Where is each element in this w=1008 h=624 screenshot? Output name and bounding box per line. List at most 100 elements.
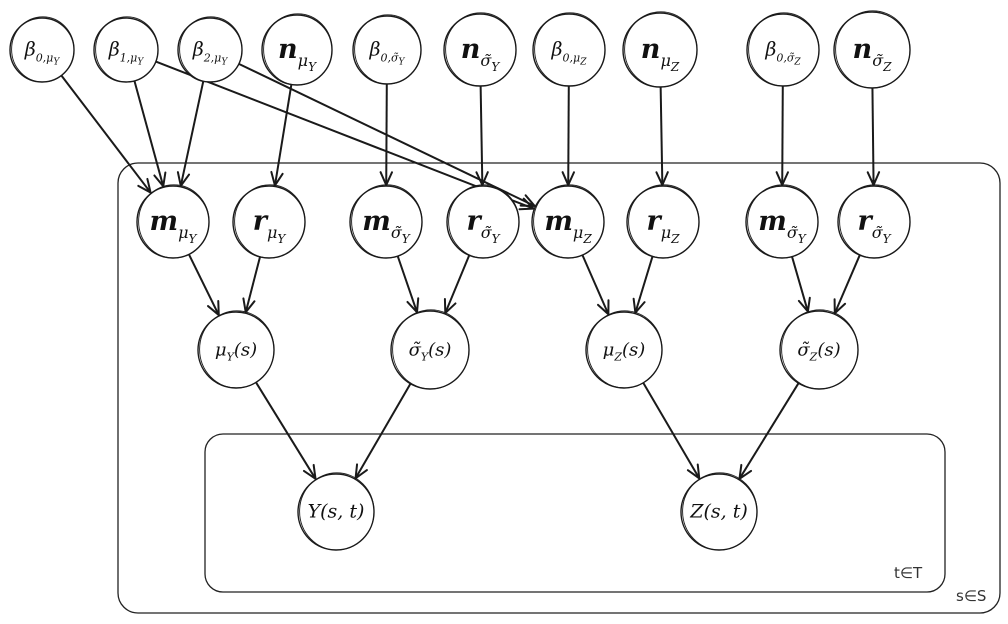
node-label-suffix: (s) [234, 339, 257, 360]
node-label-rsigZ: rσ̃Y [857, 206, 891, 246]
node-label-subsub: Y [798, 232, 807, 246]
edge-sigZ-to-Z [738, 382, 800, 481]
node-label-sub: σ̃ [481, 223, 493, 242]
node-label-mmuZ: mμZ [544, 206, 592, 246]
edge-b0sigY-to-msigY [379, 83, 393, 188]
node-label-base: Z [689, 501, 704, 523]
edge-b2muY-to-mmuY [176, 81, 205, 189]
node-label-msigZ: mσ̃Y [758, 206, 807, 246]
node-label-base: m [362, 206, 391, 237]
node-label-base: n [278, 34, 298, 65]
node-label-subsub: Z [670, 60, 680, 74]
node-label-subsub: Y [308, 60, 317, 74]
node-label-nsigY: nσ̃Y [461, 34, 501, 74]
node-label-sub: μ [298, 51, 308, 70]
edge-msigY-to-sigY [396, 255, 420, 315]
node-label-sub: 0,μ [36, 52, 54, 65]
node-rmuY: rμY [232, 184, 306, 259]
node-label-rmuY: rμY [253, 206, 287, 246]
edge-rsigY-to-sigY [443, 254, 471, 316]
node-label-base: r [857, 206, 873, 237]
node-label-subsub: Y [402, 232, 411, 246]
node-label-base: n [641, 34, 661, 65]
node-label-sub: Y [421, 350, 430, 363]
node-label-subsub: Y [189, 232, 198, 246]
node-label-suffix: (s, t) [703, 501, 747, 523]
node-nsigY: nσ̃Y [443, 12, 517, 87]
node-label-b2muY: β2,μY [192, 39, 229, 68]
node-label-base: Y [308, 501, 323, 523]
node-rsigZ: rσ̃Y [837, 184, 911, 259]
node-label-subsub: Z [670, 232, 680, 246]
edge-muZ-to-Z [642, 382, 701, 481]
node-label-subsub: Y [399, 58, 406, 68]
edge-muY-to-Y [255, 381, 317, 481]
node-nmuY: nμY [261, 13, 333, 86]
node-label-sub: Z [809, 350, 818, 363]
node-label-b0muY: β0,μY [24, 39, 61, 68]
node-label-sub: Y [227, 350, 236, 363]
edge-b0muY-to-mmuY [60, 74, 153, 195]
node-label-Y: Y(s, t) [308, 501, 365, 523]
node-mmuZ: mμZ [531, 184, 605, 259]
node-Z: Z(s, t) [680, 472, 758, 551]
edges [60, 60, 881, 481]
edge-b0muZ-to-mmuZ [561, 85, 575, 188]
node-label-sub: 2,μ [203, 52, 222, 65]
node-msigY: mσ̃Y [349, 184, 423, 259]
node-label-sub: 0,σ̃ [776, 52, 794, 65]
node-label-sub: σ̃ [391, 223, 403, 242]
node-label-b0sigY: β0,σ̃Y [369, 39, 406, 68]
node-rsigY: rσ̃Y [446, 184, 520, 259]
node-label-b0muZ: β0,μZ [551, 39, 588, 68]
edge-sigY-to-Y [354, 383, 412, 481]
node-label-subsub: Z [882, 60, 892, 74]
node-label-base: σ̃ [409, 339, 422, 360]
edge-nsigZ-to-rsigZ [866, 87, 881, 188]
node-label-base: n [853, 34, 873, 65]
node-label-base: n [461, 34, 481, 65]
node-label-b0sigZ: β0,σ̃Z [764, 39, 801, 68]
node-label-subsub: Y [883, 232, 892, 246]
inner-plate: t∈T [204, 433, 946, 593]
node-label-base: σ̃ [797, 339, 810, 360]
node-label-base: m [758, 206, 787, 237]
node-label-nmuZ: nμZ [641, 34, 680, 74]
node-label-base: β [192, 39, 204, 61]
node-label-base: β [108, 39, 120, 61]
node-label-mmuY: mμY [150, 206, 198, 246]
edge-nmuY-to-rmuY [270, 84, 293, 188]
node-label-sub: σ̃ [787, 223, 799, 242]
node-label-base: β [369, 39, 381, 61]
node-label-base: β [24, 39, 36, 61]
node-label-suffix: (s) [428, 339, 451, 360]
node-label-sigY: σ̃Y(s) [409, 339, 452, 363]
node-label-base: β [764, 39, 776, 61]
outer-plate: s∈S [117, 162, 1001, 614]
node-label-base: μ [603, 339, 615, 360]
node-label-sub: μ [573, 223, 583, 242]
node-label-subsub: Y [491, 60, 500, 74]
node-label-sub: 0,σ̃ [381, 52, 399, 65]
edge-mmuZ-to-muZ [581, 254, 610, 317]
node-label-base: m [544, 206, 573, 237]
node-label-sub: σ̃ [872, 51, 884, 70]
node-label-base: r [253, 206, 269, 237]
node-b0sigZ: β0,σ̃Z [746, 12, 820, 87]
node-label-subsub: Z [579, 58, 587, 68]
node-label-suffix: (s, t) [320, 501, 364, 523]
edge-rmuY-to-muY [242, 256, 261, 315]
node-label-subsub: Z [793, 58, 801, 68]
node-b1muY: β1,μY [93, 16, 159, 83]
node-label-subsub: Y [492, 232, 501, 246]
node-label-sub: μ [661, 223, 671, 242]
node-label-sub: 1,μ [120, 52, 138, 65]
node-label-rmuZ: rμZ [647, 206, 681, 246]
edge-nmuZ-to-rmuZ [655, 86, 669, 188]
edge-nsigY-to-rsigY [475, 85, 489, 188]
node-label-sub: 0,μ [563, 52, 581, 65]
node-label-nsigZ: nσ̃Z [853, 34, 893, 74]
edge-b0sigZ-to-msigZ [775, 85, 789, 188]
node-label-b1muY: β1,μY [108, 39, 145, 68]
